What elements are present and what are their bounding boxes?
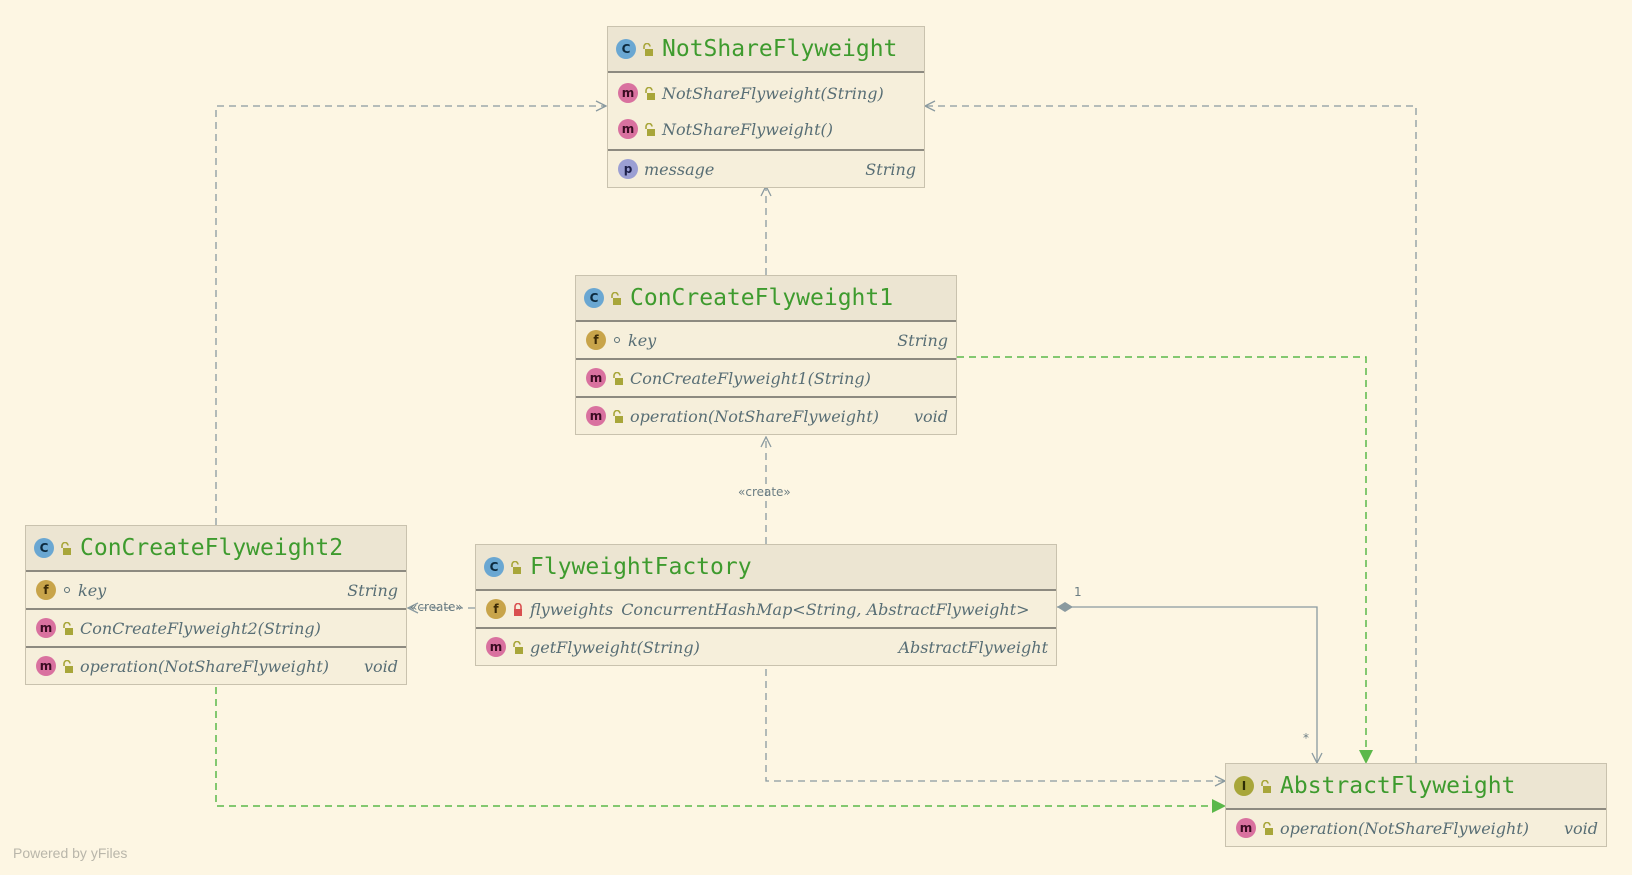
edge-abstract-to-notshare: [925, 106, 1417, 763]
multiplicity-many-label: *: [1303, 731, 1309, 745]
class-title: ConCreateFlyweight2: [80, 535, 344, 561]
method-icon: m: [36, 656, 56, 676]
edge-factory-to-abstract: [765, 669, 1225, 781]
method-name: operation(NotShareFlyweight): [1280, 818, 1529, 838]
class-icon: C: [584, 288, 604, 308]
method-name: getFlyweight(String): [530, 637, 700, 657]
public-lock-icon: [613, 371, 623, 385]
edge-c1-realizes-abstract: [957, 356, 1373, 764]
interface-abstractflyweight[interactable]: I AbstractFlyweight m operation(NotShare…: [1225, 763, 1607, 847]
class-concreateflyweight2[interactable]: C ConCreateFlyweight2 f key String m Con…: [25, 525, 407, 685]
public-lock-icon: [511, 560, 521, 574]
method-type: void: [913, 406, 948, 426]
method-name: operation(NotShareFlyweight): [630, 406, 879, 426]
class-flyweightfactory[interactable]: C FlyweightFactory f flyweights Concurre…: [475, 544, 1057, 666]
field-icon: f: [486, 599, 506, 619]
field-icon: f: [586, 330, 606, 350]
public-lock-icon: [645, 86, 655, 100]
package-private-icon: [64, 587, 70, 593]
field-type: String: [347, 580, 398, 600]
field-row[interactable]: f key String: [26, 572, 406, 608]
watermark: Powered by yFiles: [13, 845, 128, 861]
public-lock-icon: [613, 409, 623, 423]
class-notshareflyweight[interactable]: C NotShareFlyweight m NotShareFlyweight(…: [607, 26, 925, 188]
class-title: AbstractFlyweight: [1280, 773, 1516, 799]
method-row[interactable]: m getFlyweight(String) AbstractFlyweight: [476, 629, 1056, 665]
constructor-row[interactable]: m ConCreateFlyweight2(String): [26, 610, 406, 646]
field-icon: f: [36, 580, 56, 600]
method-type: void: [363, 656, 398, 676]
method-icon: m: [1236, 818, 1256, 838]
public-lock-icon: [63, 621, 73, 635]
class-title: FlyweightFactory: [530, 554, 752, 580]
method-row[interactable]: m NotShareFlyweight(): [608, 111, 924, 147]
method-type: void: [1563, 818, 1598, 838]
constructor-row[interactable]: m ConCreateFlyweight1(String): [576, 360, 956, 396]
method-icon: m: [486, 637, 506, 657]
method-icon: m: [36, 618, 56, 638]
field-name: flyweights: [530, 599, 614, 619]
public-lock-icon: [61, 541, 71, 555]
edge-c2-to-notshare: [215, 106, 606, 525]
class-icon: C: [616, 39, 636, 59]
package-private-icon: [614, 337, 620, 343]
method-name: NotShareFlyweight(): [662, 119, 833, 139]
multiplicity-one-label: 1: [1074, 585, 1082, 599]
class-icon: C: [34, 538, 54, 558]
method-icon: m: [618, 83, 638, 103]
public-lock-icon: [611, 291, 621, 305]
field-type: String: [897, 330, 948, 350]
public-lock-icon: [513, 640, 523, 654]
create-label-c2: «create»: [410, 600, 463, 614]
method-icon: m: [618, 119, 638, 139]
edge-factory-aggregation: [1057, 607, 1317, 763]
public-lock-icon: [645, 122, 655, 136]
edge-c2-realizes-abstract: [215, 687, 1226, 813]
public-lock-icon: [643, 42, 653, 56]
field-row[interactable]: f flyweights ConcurrentHashMap<String, A…: [476, 591, 1056, 627]
field-row[interactable]: f key String: [576, 322, 956, 358]
private-lock-icon: [514, 602, 522, 616]
public-lock-icon: [1263, 821, 1273, 835]
method-row[interactable]: m operation(NotShareFlyweight) void: [1226, 810, 1606, 846]
class-concreateflyweight1[interactable]: C ConCreateFlyweight1 f key String m Con…: [575, 275, 957, 435]
method-name: operation(NotShareFlyweight): [80, 656, 329, 676]
method-icon: m: [586, 368, 606, 388]
constructor-name: ConCreateFlyweight2(String): [80, 618, 321, 638]
field-name: key: [78, 580, 107, 600]
create-label-c1: «create»: [738, 485, 791, 499]
method-row[interactable]: m operation(NotShareFlyweight) void: [26, 648, 406, 684]
property-type: String: [865, 159, 916, 179]
property-row[interactable]: p message String: [608, 151, 924, 187]
field-type: ConcurrentHashMap<String, AbstractFlywei…: [621, 599, 1030, 619]
public-lock-icon: [63, 659, 73, 673]
method-name: NotShareFlyweight(String): [662, 83, 884, 103]
method-row[interactable]: m operation(NotShareFlyweight) void: [576, 398, 956, 434]
public-lock-icon: [1261, 779, 1271, 793]
class-title: ConCreateFlyweight1: [630, 285, 894, 311]
method-type: AbstractFlyweight: [898, 637, 1048, 657]
property-icon: p: [618, 159, 638, 179]
field-name: key: [628, 330, 657, 350]
constructor-name: ConCreateFlyweight1(String): [630, 368, 871, 388]
method-row[interactable]: m NotShareFlyweight(String): [608, 75, 924, 111]
property-name: message: [644, 159, 715, 179]
class-title: NotShareFlyweight: [662, 36, 898, 62]
method-icon: m: [586, 406, 606, 426]
class-icon: C: [484, 557, 504, 577]
interface-icon: I: [1234, 776, 1254, 796]
